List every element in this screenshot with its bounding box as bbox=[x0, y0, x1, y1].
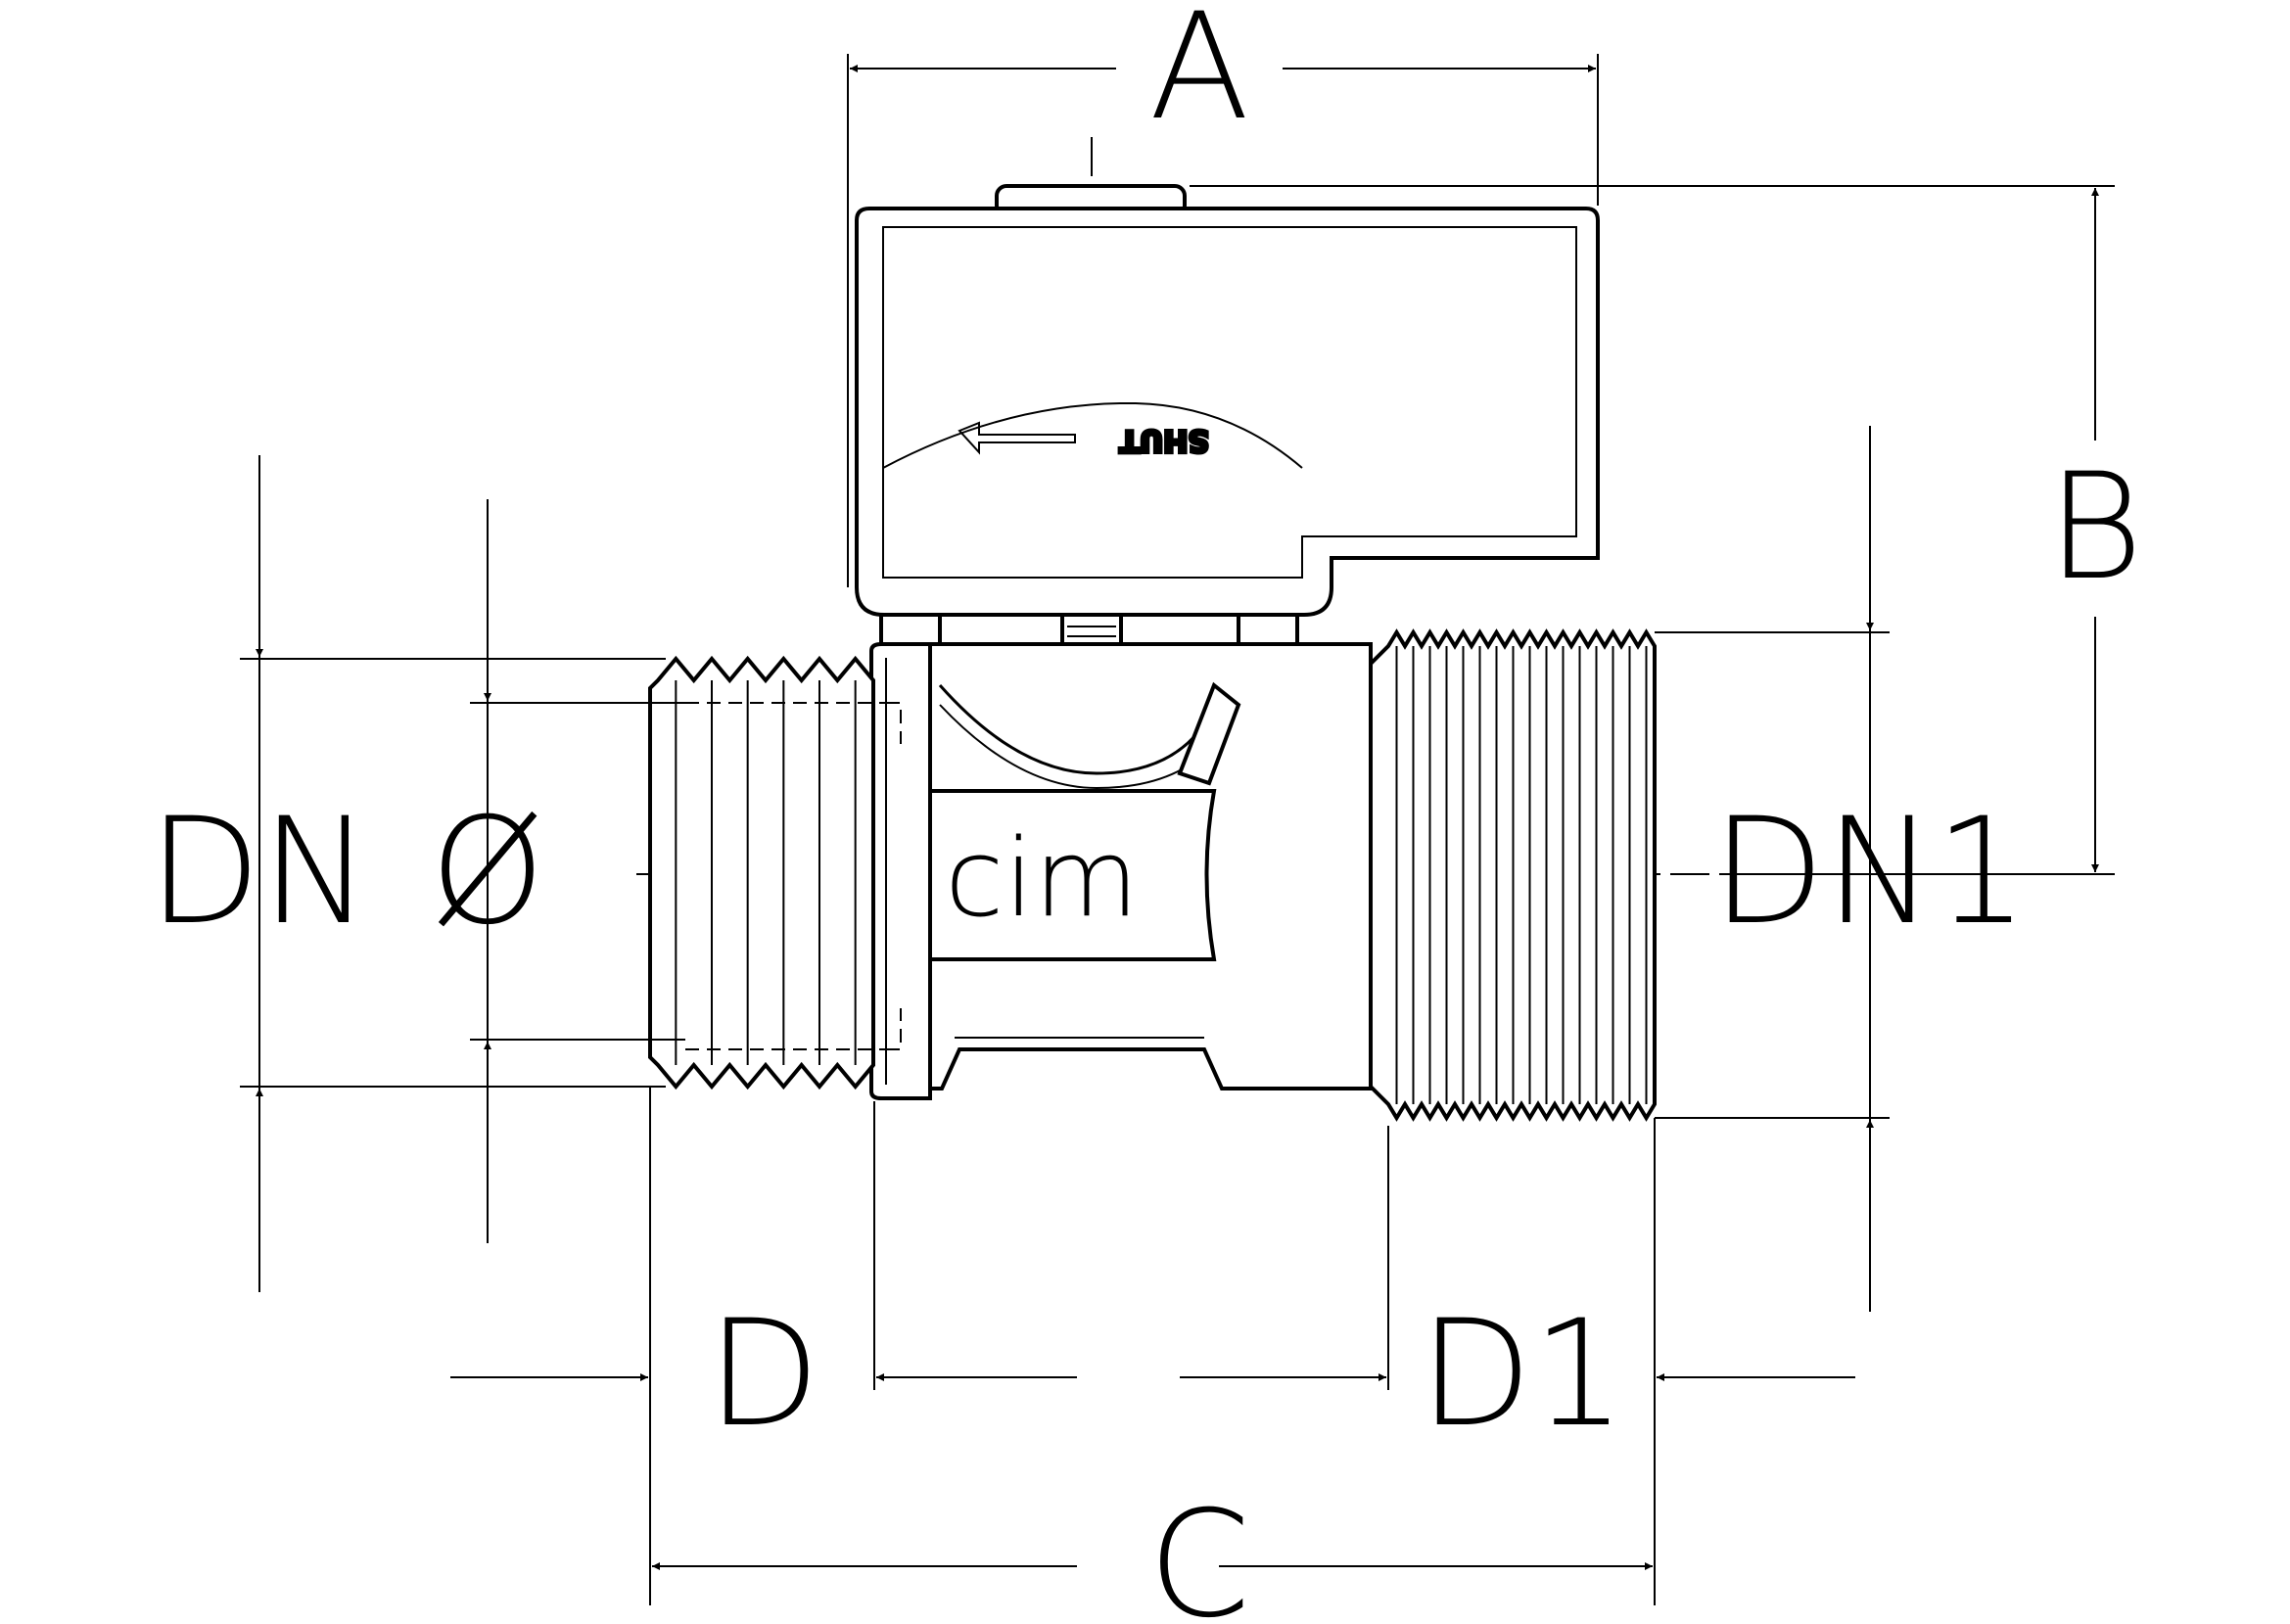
right-thread bbox=[1369, 628, 1657, 1122]
label-diameter: Ø bbox=[430, 787, 545, 957]
label-D: D bbox=[707, 1289, 820, 1460]
right-stop-block bbox=[1237, 613, 1299, 646]
handle-dome bbox=[882, 401, 1303, 469]
label-B: B bbox=[2047, 442, 2143, 613]
right-thread-lines bbox=[1395, 646, 1648, 1104]
left-thread-outline bbox=[648, 655, 875, 1090]
dimension-arrows bbox=[256, 65, 2099, 1570]
label-C: C bbox=[1148, 1480, 1251, 1619]
arrow-marking-icon bbox=[958, 421, 1076, 455]
dimension-labels: A B C D D1 DN Ø DN1 bbox=[148, 0, 2143, 1624]
label-DN: DN bbox=[148, 787, 371, 957]
valve-body bbox=[869, 642, 1373, 1100]
left-thread bbox=[648, 655, 902, 1090]
label-DN1: DN1 bbox=[1711, 787, 2028, 957]
handle-inner-edge bbox=[882, 226, 1577, 579]
ball-lever bbox=[1177, 681, 1241, 786]
ball-window bbox=[928, 789, 1217, 961]
butterfly-handle: SHUT bbox=[855, 184, 1600, 617]
label-A: A bbox=[1149, 0, 1250, 153]
left-stop-block bbox=[879, 613, 942, 646]
hidden-step-bottom bbox=[886, 1008, 902, 1050]
left-hidden-lines bbox=[685, 702, 902, 1050]
cim-logo: cim bbox=[945, 815, 1139, 941]
handle-body bbox=[855, 207, 1600, 617]
label-D1: D1 bbox=[1420, 1289, 1626, 1460]
ball-curve bbox=[938, 684, 1216, 775]
left-thread-lines bbox=[675, 680, 857, 1065]
shut-marking: SHUT bbox=[1119, 423, 1209, 457]
hidden-step-top bbox=[886, 702, 902, 744]
